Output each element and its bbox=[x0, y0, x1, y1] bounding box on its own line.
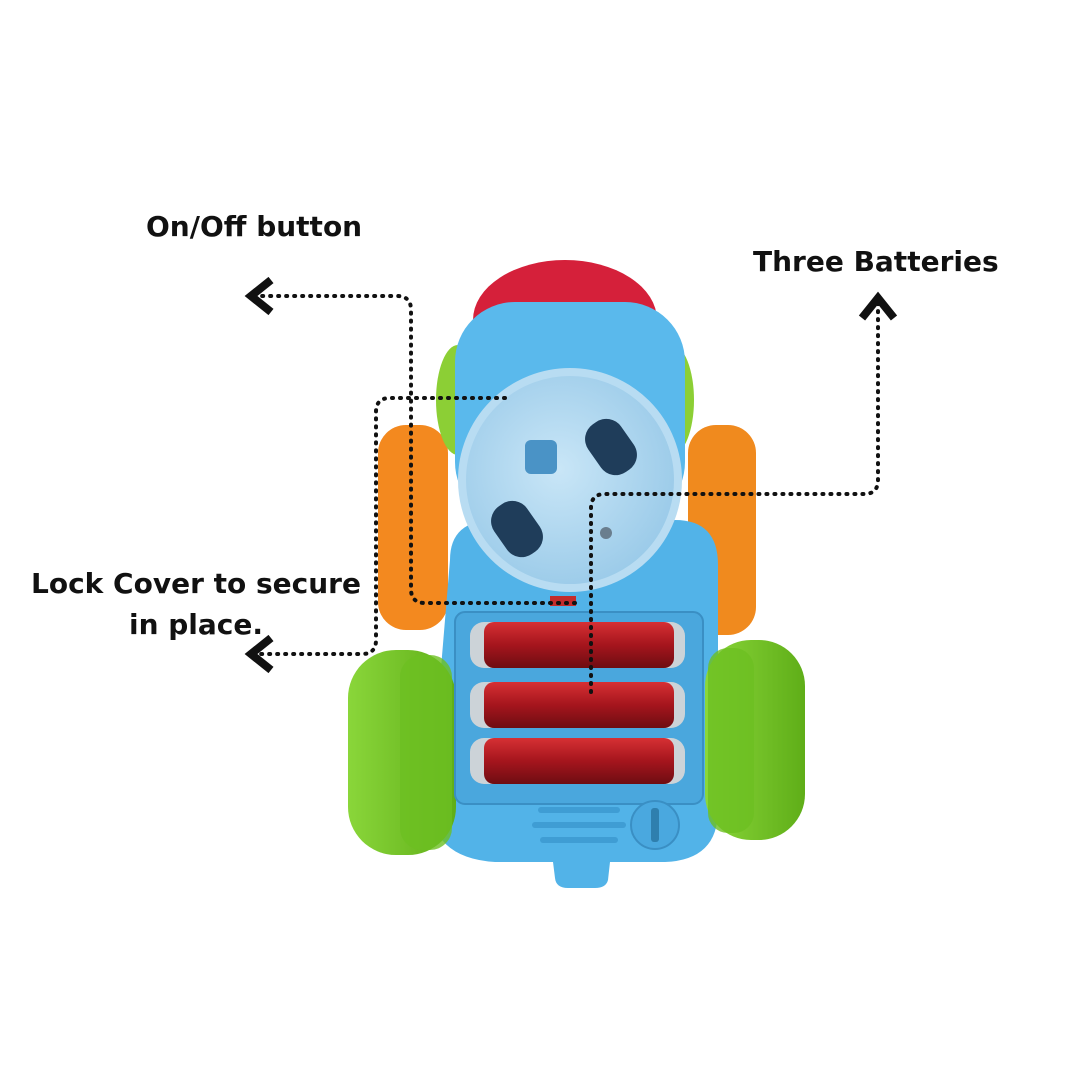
battery-3 bbox=[470, 738, 685, 784]
battery-2 bbox=[470, 682, 685, 728]
battery-lid bbox=[458, 368, 682, 592]
battery-1 bbox=[470, 622, 685, 668]
on-off-button-label: On/Off button bbox=[146, 210, 363, 243]
three-batteries-label: Three Batteries bbox=[753, 245, 999, 278]
on-off-leader-line bbox=[244, 276, 577, 605]
left-arm bbox=[378, 425, 448, 630]
speaker-grille bbox=[532, 807, 626, 843]
lock-cover-label: Lock Cover to secure in place. bbox=[31, 567, 361, 641]
on-off-switch bbox=[525, 440, 557, 474]
lock-cover-leader-line bbox=[244, 396, 507, 674]
batteries-leader-line bbox=[589, 291, 898, 694]
